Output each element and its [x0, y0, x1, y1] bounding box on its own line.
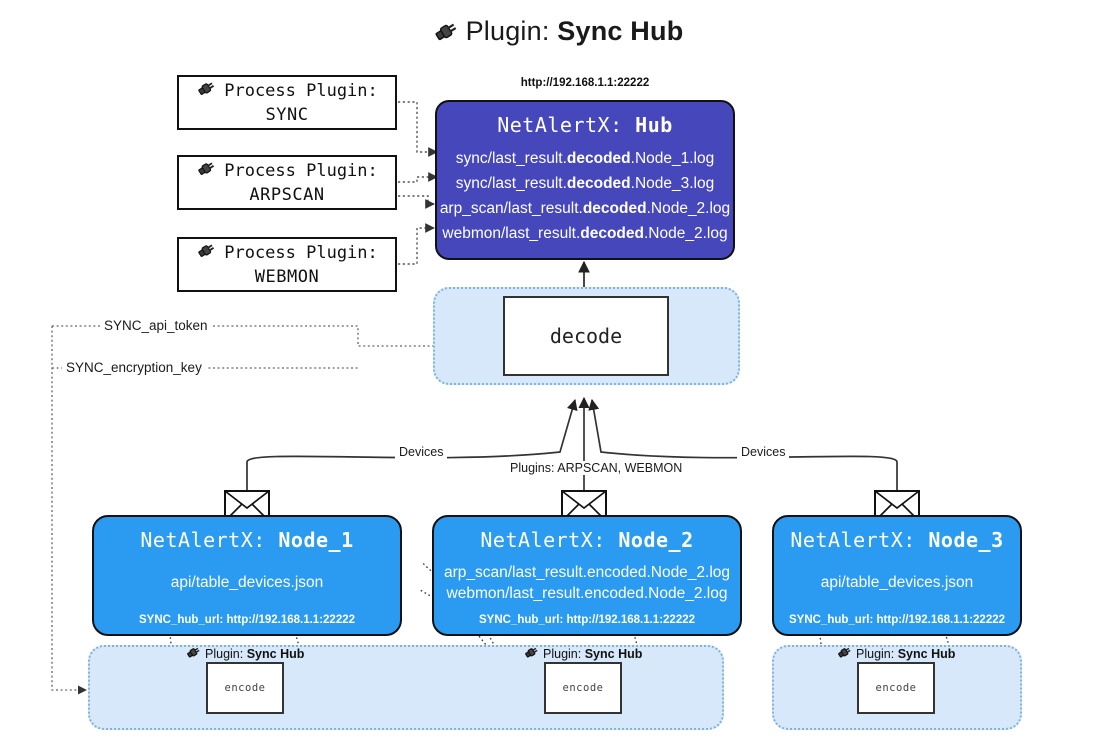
node-footer: SYNC_hub_url: http://192.168.1.1:22222 [788, 614, 1006, 626]
setting-api-token: SYNC_api_token [100, 318, 212, 333]
node-name-prefix: NetAlertX: [790, 528, 916, 552]
hub-name: Hub [635, 113, 673, 137]
node-line: api/table_devices.json [170, 574, 324, 591]
node-name-prefix: NetAlertX: [480, 528, 606, 552]
plugin-to-hub-connectors [398, 101, 438, 265]
plug-icon [186, 645, 202, 662]
encode-plugin-tag-3: Plugin: Sync Hub [837, 645, 955, 662]
plug-icon [434, 19, 460, 50]
process-plugin-name: ARPSCAN [249, 184, 325, 205]
hub-log-row: sync/last_result.decoded.Node_3.log [455, 175, 715, 193]
page-title: Plugin: Sync Hub [0, 16, 1117, 50]
hub-node[interactable]: NetAlertX: Hub sync/last_result.decoded.… [435, 100, 735, 260]
encode-box-2[interactable]: encode [544, 662, 622, 714]
plug-icon [196, 79, 218, 104]
process-plugin-label: Process Plugin: [224, 242, 378, 263]
process-plugin-name: SYNC [265, 104, 309, 125]
process-plugin-sync[interactable]: Process Plugin: SYNC [177, 75, 397, 130]
edge-label-right-devices: Devices [737, 445, 790, 459]
process-plugin-label: Process Plugin: [224, 160, 378, 181]
hub-log-row: webmon/last_result.decoded.Node_2.log [442, 225, 728, 243]
encode-plugin-tag-1: Plugin: Sync Hub [186, 645, 304, 662]
process-plugin-webmon[interactable]: Process Plugin: WEBMON [177, 237, 397, 292]
encode-box-1[interactable]: encode [206, 662, 284, 714]
node-to-decode-edges [246, 396, 898, 492]
node-2[interactable]: NetAlertX: Node_2 arp_scan/last_result.e… [432, 515, 742, 636]
plug-icon [196, 159, 218, 184]
hub-log-row: arp_scan/last_result.decoded.Node_2.log [439, 200, 731, 218]
process-plugin-arpscan[interactable]: Process Plugin: ARPSCAN [177, 155, 397, 210]
process-plugin-name: WEBMON [254, 266, 320, 287]
title-prefix: Plugin: [465, 16, 550, 46]
node-line: arp_scan/last_result.encoded.Node_2.log [443, 563, 731, 581]
decode-box[interactable]: decode [503, 296, 669, 376]
node-line: api/table_devices.json [820, 574, 974, 591]
hub-url-caption: http://192.168.1.1:22222 [520, 77, 650, 89]
node-footer: SYNC_hub_url: http://192.168.1.1:22222 [138, 614, 356, 626]
plug-icon [196, 241, 218, 266]
node-3[interactable]: NetAlertX: Node_3 api/table_devices.json… [772, 515, 1022, 636]
node-name: Node_3 [928, 528, 1004, 552]
edge-label-center-plugins: Plugins: ARPSCAN, WEBMON [506, 461, 687, 475]
node-1[interactable]: NetAlertX: Node_1 api/table_devices.json… [92, 515, 402, 636]
node-line: webmon/last_result.encoded.Node_2.log [446, 584, 728, 602]
process-plugin-label: Process Plugin: [224, 80, 378, 101]
plug-icon [837, 645, 853, 662]
hub-log-row: sync/last_result.decoded.Node_1.log [455, 150, 715, 167]
node-name: Node_1 [278, 528, 354, 552]
title-name: Sync Hub [557, 16, 684, 46]
encode-box-3[interactable]: encode [857, 662, 935, 714]
setting-encryption-key: SYNC_encryption_key [62, 360, 206, 375]
edge-label-left-devices: Devices [395, 445, 448, 459]
node-name: Node_2 [618, 528, 694, 552]
encode-plugin-tag-2: Plugin: Sync Hub [524, 645, 642, 662]
plug-icon [524, 645, 540, 662]
hub-name-prefix: NetAlertX: [497, 113, 623, 137]
node-footer: SYNC_hub_url: http://192.168.1.1:22222 [478, 614, 696, 626]
node-name-prefix: NetAlertX: [140, 528, 266, 552]
